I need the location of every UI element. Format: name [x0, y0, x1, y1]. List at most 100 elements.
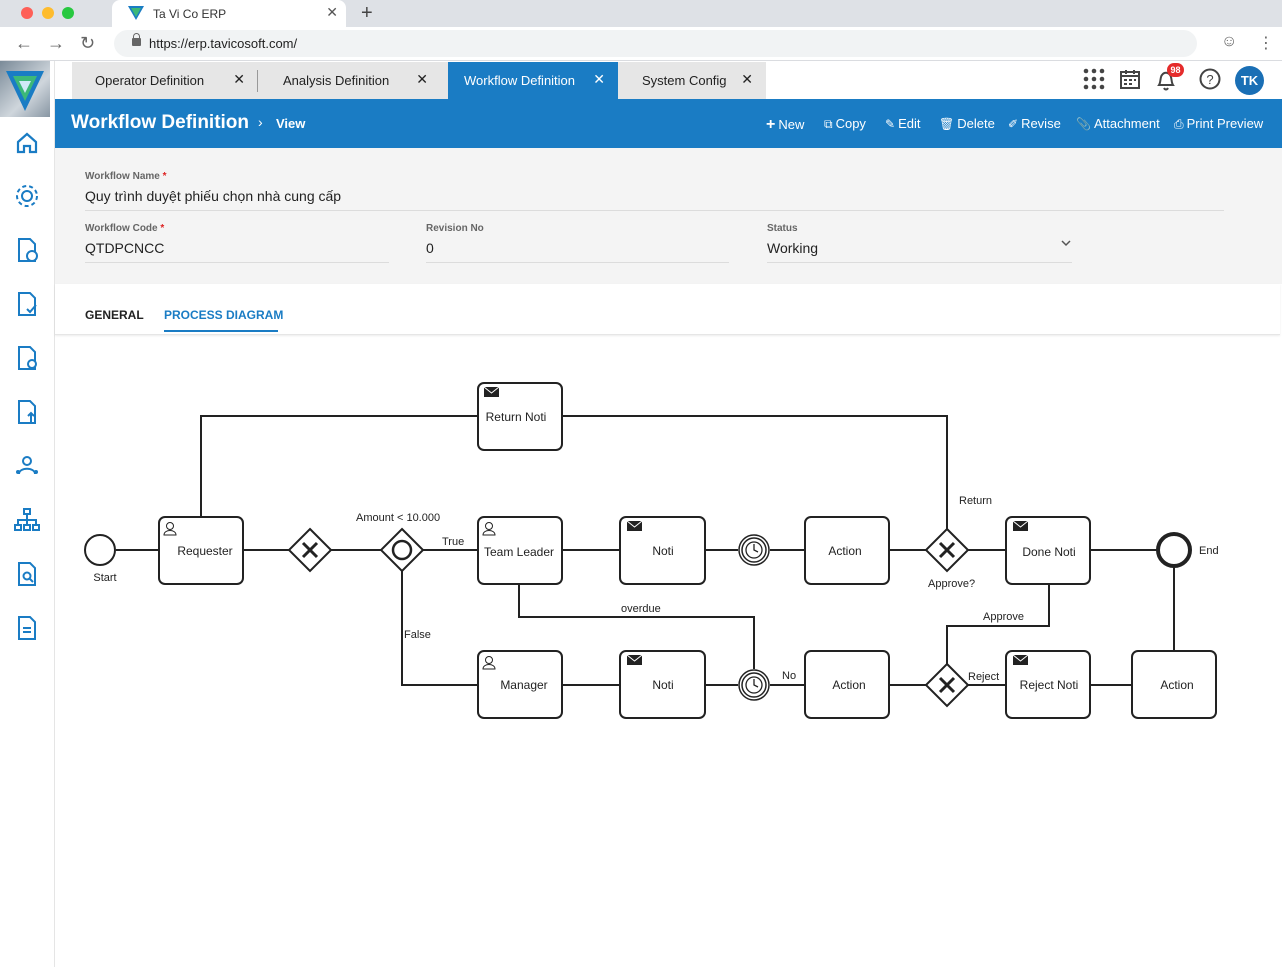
attachment-button[interactable]: 📎Attachment: [1076, 116, 1160, 131]
tab-system-config[interactable]: System Config ✕: [618, 62, 766, 99]
timer-icon: [738, 669, 770, 701]
print-preview-button[interactable]: ⎙Print Preview: [1174, 116, 1264, 131]
workflow-name-field[interactable]: Quy trình duyệt phiếu chọn nhà cung cấp: [85, 188, 342, 204]
task-action-top: [804, 516, 890, 585]
back-arrow-icon[interactable]: ←: [15, 33, 33, 53]
field-underline: [426, 262, 729, 263]
task-action-bottom: [804, 650, 890, 719]
workflow-code-label: Workflow Code *: [85, 223, 165, 234]
document-clock-icon[interactable]: [13, 236, 41, 264]
home-icon[interactable]: [13, 129, 41, 157]
minimize-window-button[interactable]: [42, 7, 54, 19]
forward-arrow-icon[interactable]: →: [47, 33, 65, 53]
field-underline: [85, 210, 1224, 211]
user-task-icon: [163, 522, 177, 536]
true-label: True: [442, 536, 464, 548]
task-team-leader: [477, 516, 563, 585]
new-tab-button[interactable]: +: [361, 2, 373, 24]
url-input[interactable]: https://erp.tavicosoft.com/: [114, 30, 1197, 57]
overdue-label: overdue: [621, 603, 661, 615]
tab-label: Analysis Definition: [283, 73, 390, 88]
reject-label: Reject: [968, 671, 999, 683]
help-icon[interactable]: ?: [1199, 68, 1221, 90]
task-done-noti: [1005, 516, 1091, 585]
approve-question-label: Approve?: [928, 578, 975, 590]
copy-button[interactable]: ⧉Copy: [824, 116, 866, 131]
tab-analysis-definition[interactable]: Analysis Definition ✕: [258, 62, 448, 99]
new-button[interactable]: +New: [766, 116, 805, 133]
status-label: Status: [767, 223, 798, 234]
approve-label: Approve: [983, 611, 1024, 623]
workflow-form: Workflow Name * Quy trình duyệt phiếu ch…: [55, 148, 1282, 284]
document-check-icon[interactable]: [13, 290, 41, 318]
users-icon[interactable]: [13, 452, 41, 480]
return-noti-label: Return Noti: [486, 410, 547, 424]
gear-sync-icon[interactable]: [13, 182, 41, 210]
no-label: No: [782, 670, 796, 682]
browser-tab-title: Ta Vi Co ERP: [153, 7, 227, 21]
address-bar: ← → ↻ https://erp.tavicosoft.com/ ☺ ⋮: [0, 27, 1282, 61]
tab-label: Operator Definition: [95, 73, 205, 88]
profile-icon[interactable]: ☺: [1221, 33, 1238, 50]
action-label: Action: [828, 544, 861, 558]
edit-button[interactable]: ✎Edit: [885, 116, 921, 131]
task-return-noti: [477, 382, 563, 451]
url-text: https://erp.tavicosoft.com/: [149, 36, 298, 51]
paperclip-icon: 📎: [1076, 117, 1091, 131]
document-upload-icon[interactable]: [13, 398, 41, 426]
start-label: Start: [93, 572, 116, 584]
workflow-code-field[interactable]: QTDPCNCC: [85, 240, 165, 256]
close-icon[interactable]: ✕: [416, 71, 428, 87]
zoom-window-button[interactable]: [62, 7, 74, 19]
tavico-logo-icon: [128, 6, 144, 20]
inclusive-gateway: [379, 527, 425, 573]
tab-workflow-definition[interactable]: Workflow Definition ✕: [448, 62, 618, 99]
tab-label: Workflow Definition: [464, 73, 576, 88]
page-title: Workflow Definition: [71, 112, 250, 133]
task-action-right: [1131, 650, 1217, 719]
breadcrumb: View: [276, 116, 306, 131]
app-logo[interactable]: [0, 61, 50, 117]
field-underline: [85, 262, 389, 263]
close-icon[interactable]: ✕: [233, 71, 245, 87]
close-window-button[interactable]: [21, 7, 33, 19]
status-select[interactable]: Working: [767, 240, 819, 256]
revision-no-field[interactable]: 0: [426, 240, 434, 256]
tab-process-diagram[interactable]: PROCESS DIAGRAM: [164, 308, 284, 322]
app-sidebar: [0, 61, 55, 967]
detail-tab-bar: GENERAL PROCESS DIAGRAM: [55, 284, 1280, 335]
browser-tab[interactable]: Ta Vi Co ERP ✕: [112, 0, 346, 27]
printer-icon: ⎙: [1174, 117, 1184, 131]
avatar[interactable]: TK: [1235, 66, 1264, 95]
close-icon[interactable]: ✕: [593, 71, 605, 87]
chevron-down-icon[interactable]: [1060, 238, 1072, 248]
workflow-name-label: Workflow Name *: [85, 171, 167, 182]
envelope-icon: [1012, 654, 1029, 666]
document-icon[interactable]: [13, 614, 41, 642]
tab-operator-definition[interactable]: Operator Definition ✕: [72, 62, 258, 99]
document-search-icon[interactable]: [13, 560, 41, 588]
svg-text:?: ?: [1206, 72, 1213, 87]
document-gear-icon[interactable]: [13, 344, 41, 372]
task-noti-top: [619, 516, 706, 585]
bell-icon[interactable]: [1155, 68, 1177, 92]
close-icon[interactable]: ✕: [741, 71, 753, 87]
browser-menu-icon[interactable]: ⋮: [1258, 35, 1274, 52]
timer-icon: [738, 534, 770, 566]
task-noti-bottom: [619, 650, 706, 719]
revise-button[interactable]: ✐Revise: [1008, 116, 1061, 131]
reload-icon[interactable]: ↻: [80, 33, 96, 53]
return-label: Return: [959, 495, 992, 507]
pencil-icon: ✎: [885, 117, 896, 131]
task-reject-noti: [1005, 650, 1091, 719]
start-event: [84, 534, 116, 566]
field-underline: [767, 262, 1072, 263]
task-manager: [477, 650, 563, 719]
calendar-icon[interactable]: [1119, 68, 1141, 90]
close-icon[interactable]: ✕: [326, 4, 338, 20]
tab-general[interactable]: GENERAL: [85, 308, 144, 322]
delete-button[interactable]: 🗑Delete: [939, 116, 995, 131]
org-chart-icon[interactable]: [13, 506, 41, 534]
amount-condition-label: Amount < 10.000: [356, 512, 440, 524]
apps-grid-icon[interactable]: [1083, 68, 1105, 90]
